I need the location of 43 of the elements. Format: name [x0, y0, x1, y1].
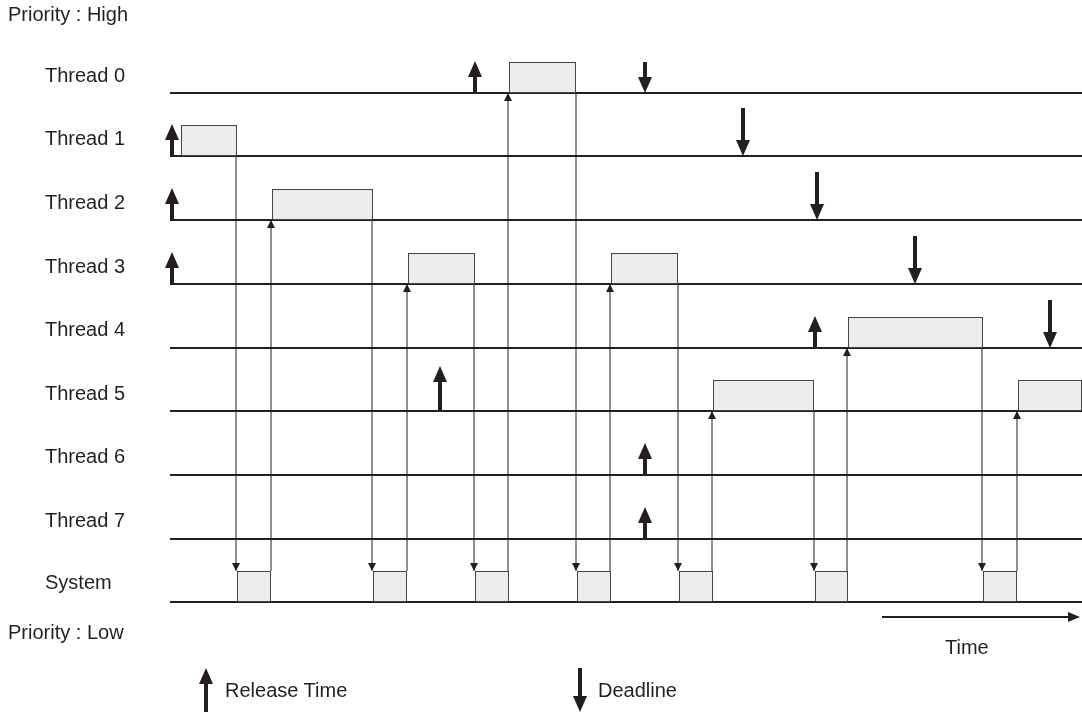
legend-label: Release Time — [225, 678, 348, 702]
arrow — [470, 283, 478, 572]
arrow — [368, 219, 376, 572]
row-label: System — [45, 570, 112, 594]
row-label: Thread 5 — [45, 381, 126, 405]
row-label: Thread 2 — [45, 190, 126, 214]
row-label: Thread 6 — [45, 444, 126, 468]
row-label: Thread 3 — [45, 254, 126, 278]
arrow — [232, 155, 240, 572]
execution-box — [237, 571, 271, 602]
axis-label: Time — [945, 635, 989, 659]
execution-box — [611, 253, 678, 284]
row-label: Thread 0 — [45, 63, 126, 87]
execution-box — [181, 125, 237, 156]
arrow — [843, 347, 851, 572]
arrow — [978, 347, 986, 572]
execution-box — [679, 571, 713, 602]
execution-box — [983, 571, 1017, 602]
arrow — [1013, 410, 1021, 572]
row-label: Priority : High — [8, 2, 129, 26]
row-label: Thread 7 — [45, 508, 126, 532]
arrow — [810, 410, 818, 572]
execution-box — [815, 571, 848, 602]
row-label: Thread 1 — [45, 126, 126, 150]
execution-box — [408, 253, 475, 284]
execution-box — [509, 62, 576, 93]
row-label: Priority : Low — [8, 620, 124, 644]
arrow — [708, 410, 716, 572]
arrow — [572, 92, 580, 572]
execution-box — [1018, 380, 1082, 411]
execution-box — [848, 317, 983, 348]
execution-box — [373, 571, 407, 602]
execution-box — [272, 189, 373, 220]
arrow — [674, 283, 682, 572]
arrow — [403, 283, 411, 572]
row-label: Thread 4 — [45, 317, 126, 341]
execution-box — [713, 380, 814, 411]
legend-label: Deadline — [598, 678, 677, 702]
execution-box — [475, 571, 509, 602]
arrow — [267, 219, 275, 572]
arrow — [504, 92, 512, 572]
execution-box — [577, 571, 611, 602]
arrow — [606, 283, 614, 572]
